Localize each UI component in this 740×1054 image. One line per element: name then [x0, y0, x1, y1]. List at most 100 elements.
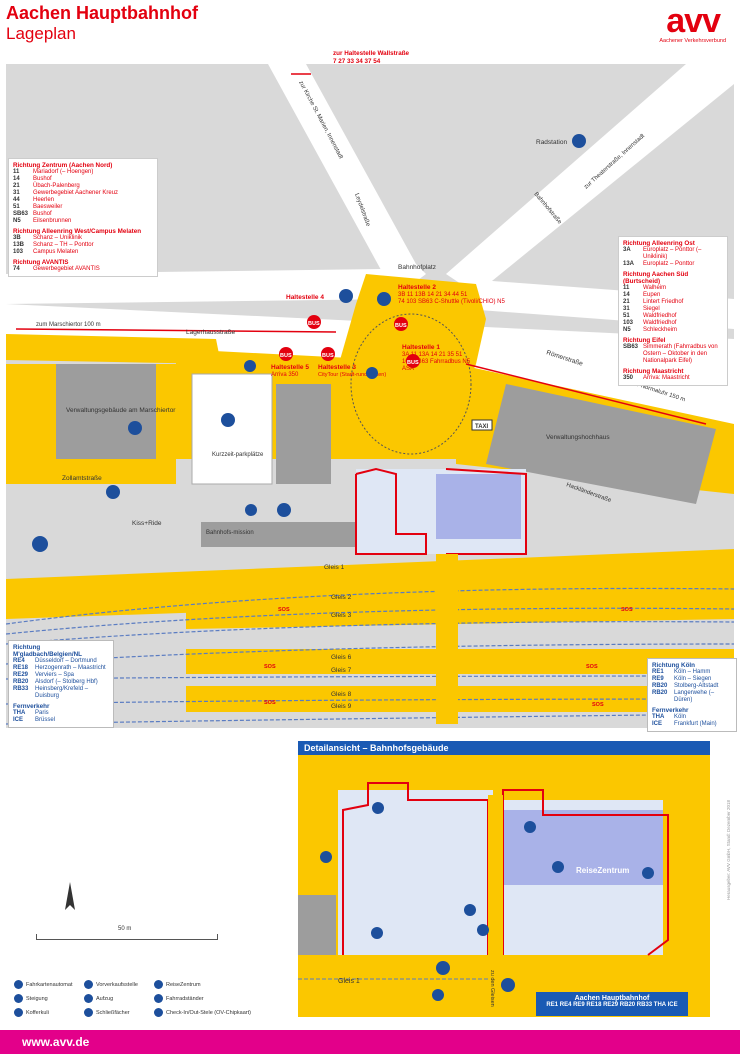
route-destination: Paris: [35, 710, 49, 716]
avv-logo[interactable]: avv: [666, 2, 721, 40]
route-number: 13B: [13, 242, 25, 248]
avv-logo-subtitle: Aachener Verkehrsverbund: [659, 38, 726, 44]
route-destination: Frankfurt (Main): [674, 721, 717, 727]
route-destination: Mariadorf (– Hoengen): [33, 169, 94, 175]
station-lines: RE1 RE4 RE9 RE18 RE29 RB20 RB33 THA ICE: [546, 1002, 678, 1008]
panel-heading: Richtung Köln: [652, 662, 696, 669]
legend-label: Check-In/Out-Stele (OV-Chipkaart): [166, 1009, 251, 1016]
route-number: THA: [652, 714, 665, 720]
route-number: RB20: [652, 683, 668, 689]
legend-item: Steigung: [14, 994, 48, 1003]
svg-text:Arriva 350: Arriva 350: [271, 372, 299, 378]
legend-label: Kofferkuli: [26, 1009, 49, 1016]
lagerhaus-label: Lagerhausstraße: [186, 329, 236, 336]
scale-bar: [36, 934, 218, 940]
route-number: 13A: [623, 261, 635, 267]
website-link[interactable]: www.avv.de: [22, 1035, 90, 1049]
bus-icon: BUS: [321, 347, 335, 361]
route-number: 350: [623, 375, 634, 381]
legend-item: Vorverkaufsstelle: [84, 980, 138, 989]
legend-label: Aufzug: [96, 995, 114, 1002]
station-outline-right: [445, 468, 527, 555]
legend-icon: [14, 980, 23, 989]
svg-text:3B 11 13B 14 21 34 44 5: 3B 11 13B 14 21 34 44 51: [398, 292, 468, 298]
road-north-west: [6, 269, 406, 304]
bus-stop-h2: Haltestelle 2 3B 11 13B 14 21 34 44 51 7…: [398, 284, 505, 305]
panel-heading: Fernverkehr: [652, 707, 689, 714]
page-title: Aachen Hauptbahnhof: [6, 3, 198, 23]
track-3: [6, 621, 734, 645]
route-number: 31: [623, 306, 630, 312]
wallstrasse-lines: 7 27 33 34 37 54: [333, 58, 381, 65]
panel-heading: Richtung Aachen Süd (Burtscheid): [623, 271, 689, 285]
sos-label: SOS: [592, 702, 604, 708]
bus-icon: BUS: [394, 317, 408, 331]
detail-gleis-1-label: Gleis 1: [338, 978, 360, 985]
svg-text:BUS: BUS: [322, 353, 334, 359]
gleis-9-label: Gleis 9: [331, 703, 352, 710]
route-number: RE9: [652, 676, 664, 682]
route-number: 21: [623, 299, 630, 305]
detail-underpass: [488, 795, 503, 1017]
route-number: 11: [13, 169, 20, 175]
route-row: 11 Mariadorf (– Hoengen): [13, 169, 153, 176]
stairs-icon: [477, 924, 489, 936]
ticket-machine-icon: [320, 851, 332, 863]
elevator-icon: [464, 904, 476, 916]
route-number: SB63: [623, 344, 639, 350]
route-number: RE1: [652, 669, 664, 675]
ticket-machine-icon: [552, 861, 564, 873]
legend-icon: [14, 1008, 23, 1017]
route-destination: Europlatz – Ponttor (– Uniklinik): [643, 247, 702, 260]
route-destination: Langerwehe (– Düren): [674, 690, 715, 703]
radstation-label: Radstation: [536, 139, 567, 146]
route-destination: Arriva: Maastricht: [643, 375, 690, 381]
track-2: [6, 607, 734, 635]
sos-label: SOS: [264, 664, 276, 670]
reisezentrum-building: [436, 474, 521, 539]
route-destination: Heinsberg/Krefeld – Duisburg: [35, 686, 89, 699]
route-number: 3A: [623, 247, 631, 253]
route-destination: Eupen: [643, 292, 661, 298]
parking-icon: [128, 421, 142, 435]
bicycle-icon: [339, 289, 353, 303]
svg-text:ASA: ASA: [402, 366, 414, 372]
reisezentrum-label: ReiseZentrum: [576, 866, 629, 875]
route-destination: Stolberg-Altstadt: [674, 683, 719, 689]
route-row: RB20 Stolberg-Altstadt: [652, 683, 732, 690]
panel-heading: Richtung Alleenring Ost: [623, 240, 695, 247]
hochhaus-label: Verwaltungshochhaus: [546, 434, 610, 441]
parking-icon: [221, 413, 235, 427]
route-number: 14: [623, 292, 630, 298]
ticket-machine-icon: [372, 802, 384, 814]
north-arrow-icon: [65, 882, 75, 910]
route-number: 103: [13, 249, 24, 255]
route-destination: Waldfriedhof: [643, 313, 677, 319]
station-name: Aachen Hauptbahnhof: [574, 995, 650, 1002]
legend-item: Aufzug: [84, 994, 113, 1003]
route-destination: Heerlen: [33, 197, 55, 203]
route-destination: Campus Melaten: [33, 249, 79, 255]
legend-icon: [84, 1008, 93, 1017]
track-1: [6, 587, 734, 625]
legend-item: Check-In/Out-Stele (OV-Chipkaart): [154, 1008, 251, 1017]
legend-label: ReiseZentrum: [166, 981, 201, 988]
route-number: N5: [623, 327, 631, 333]
route-number: 44: [13, 197, 20, 203]
bus-icon: BUS: [279, 347, 293, 361]
svg-text:BUS: BUS: [308, 321, 320, 327]
